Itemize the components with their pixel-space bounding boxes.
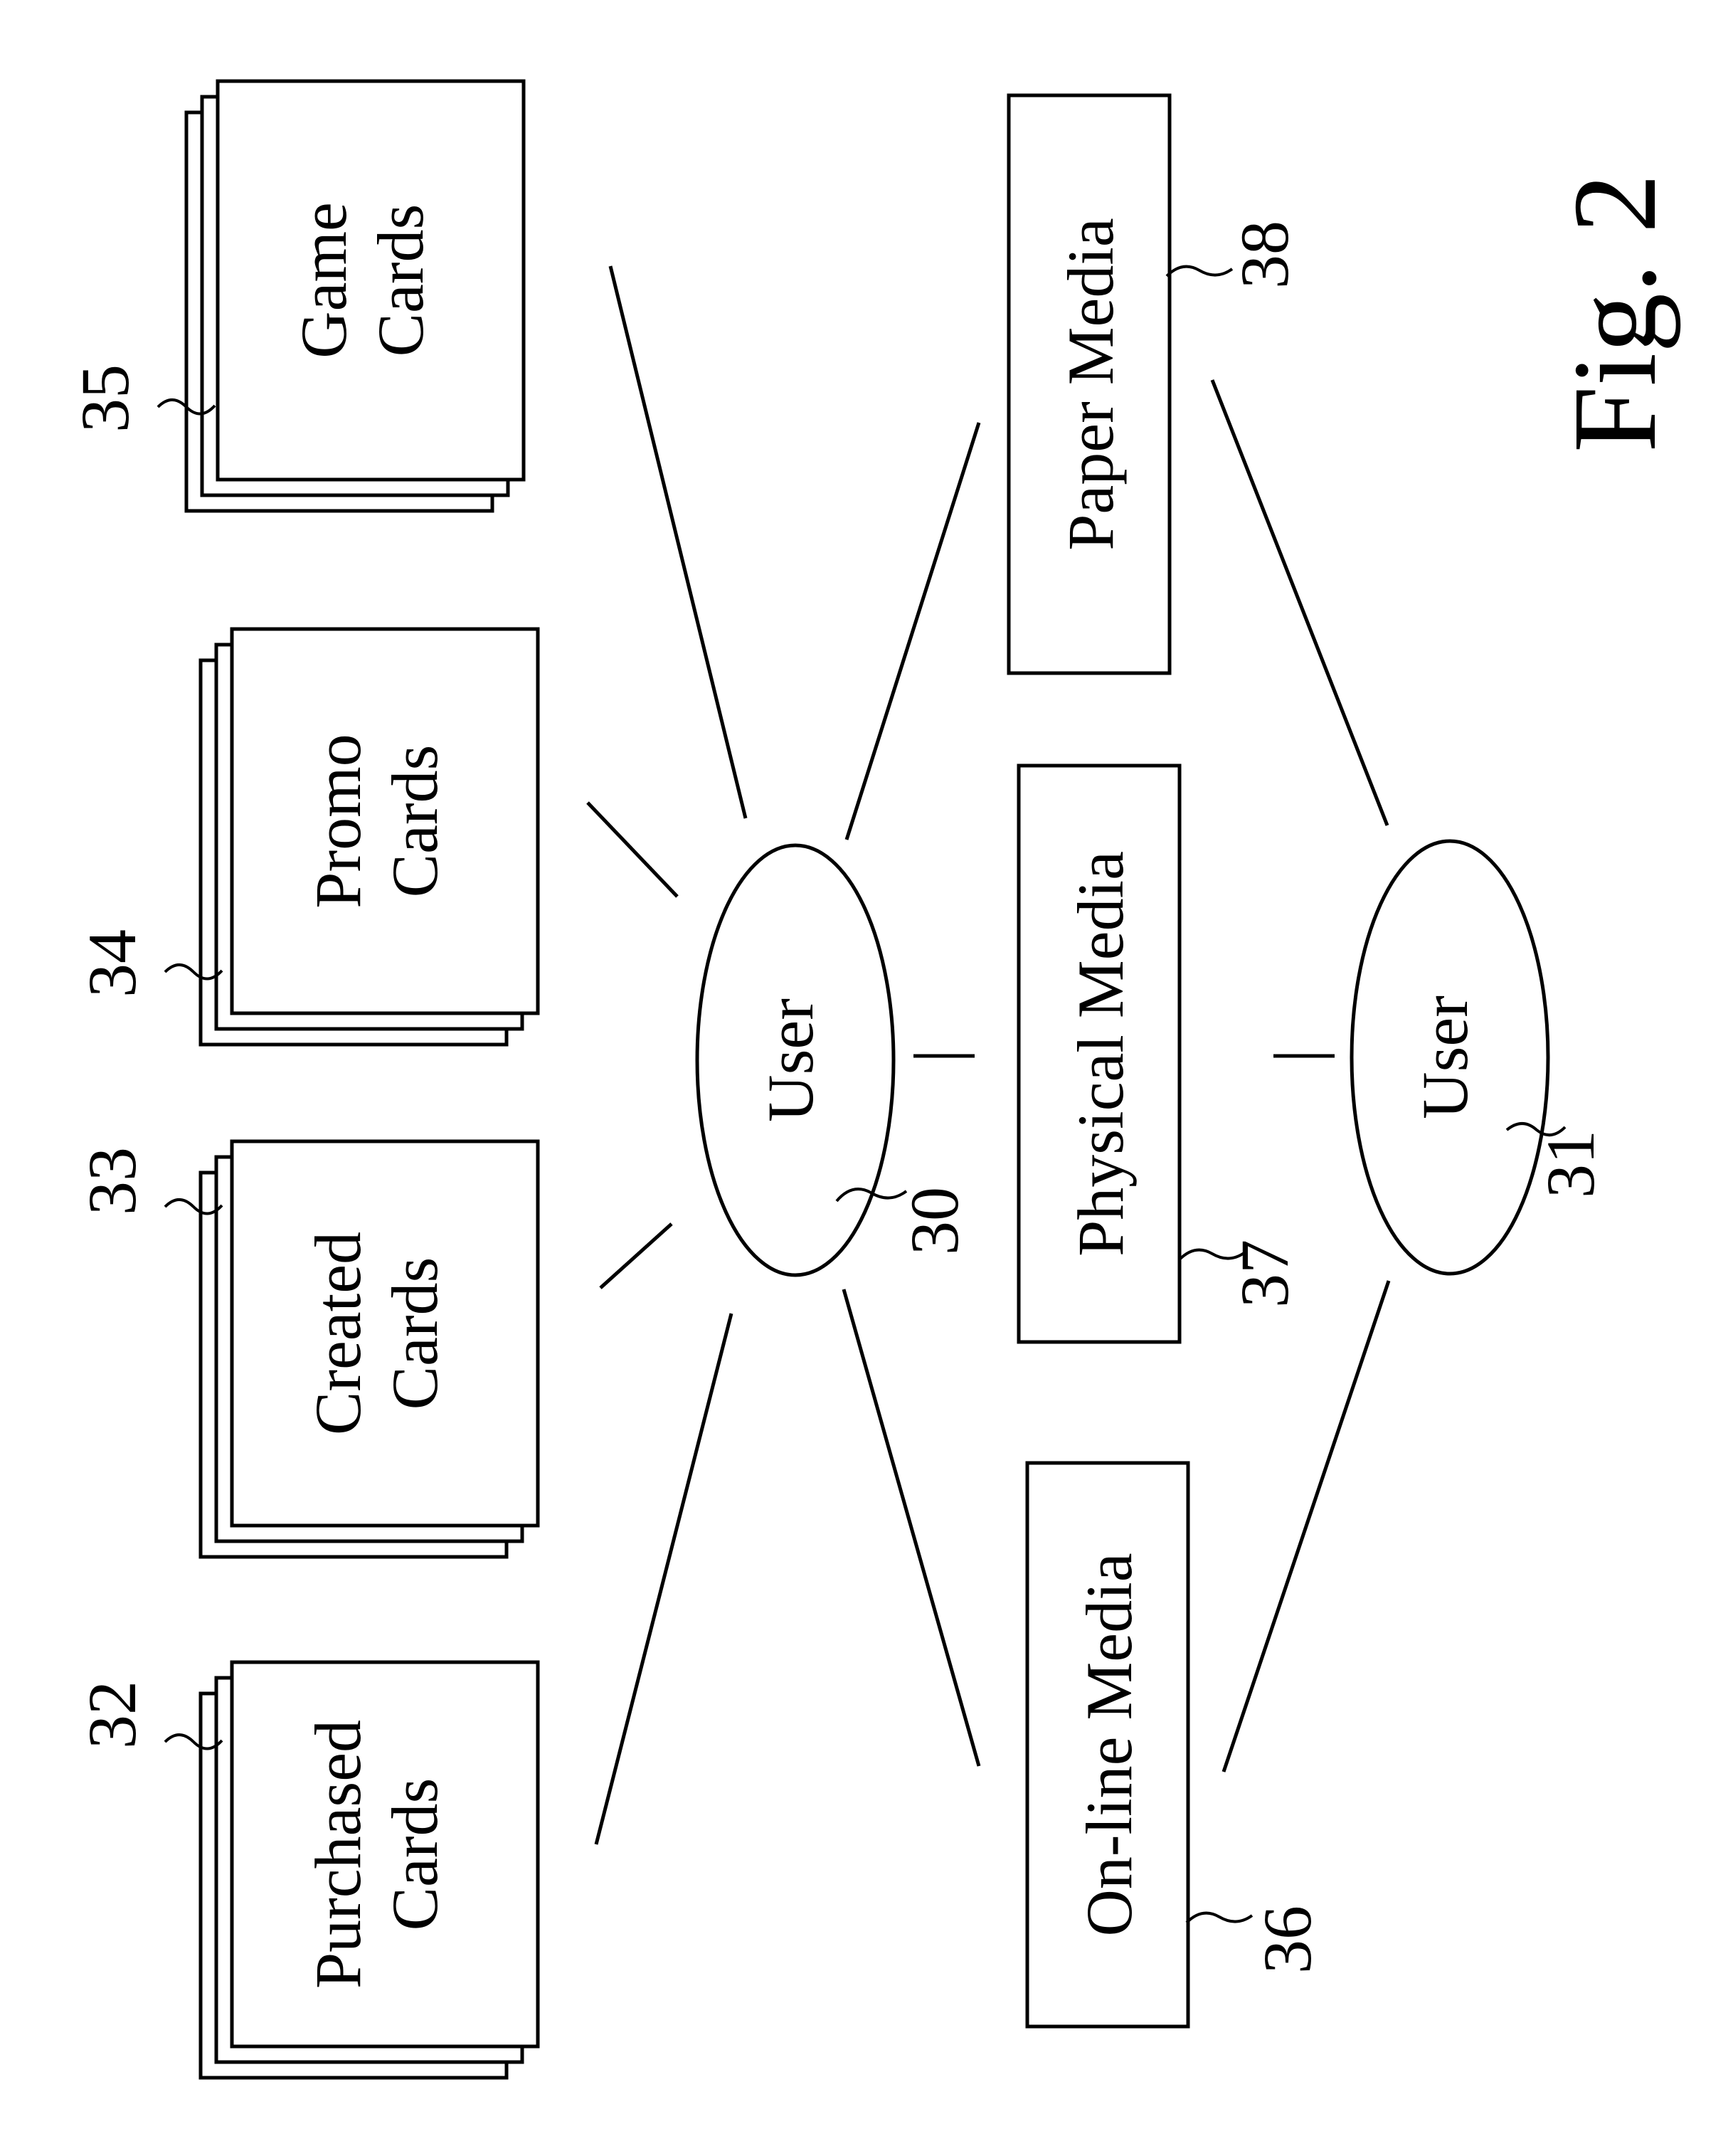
ref-number-30: 30	[896, 1187, 973, 1255]
connector-paper-to-user31	[1212, 380, 1387, 825]
ref-number-32: 32	[74, 1681, 150, 1749]
card-label-created-line2: Cards	[378, 1257, 451, 1410]
ref-leader-38	[1167, 267, 1232, 276]
media-box-physical: Physical Media	[1019, 766, 1180, 1342]
card-label-purchased-line1: Purchased	[302, 1720, 374, 1989]
card-stack-promo: Promo Cards	[201, 629, 538, 1045]
ref-leader-36	[1187, 1913, 1252, 1923]
media-label-paper: Paper Media	[1054, 218, 1127, 551]
connector-game-to-user30	[610, 266, 746, 818]
card-label-created-line1: Created	[302, 1232, 374, 1435]
user-label-30: User	[754, 998, 827, 1122]
connector-promo-to-user30	[588, 803, 677, 897]
user-node-31: User	[1352, 841, 1548, 1274]
media-box-paper: Paper Media	[1009, 95, 1170, 673]
ref-number-35: 35	[67, 364, 143, 433]
card-stack-purchased: Purchased Cards	[201, 1662, 538, 2078]
user-node-30: User	[697, 845, 894, 1275]
card-label-promo-line2: Cards	[378, 745, 451, 898]
card-label-game-line2: Cards	[364, 204, 437, 357]
user-label-31: User	[1409, 995, 1481, 1119]
connector-created-to-user30	[600, 1224, 672, 1288]
ref-number-36: 36	[1249, 1906, 1325, 1974]
card-label-purchased-line2: Cards	[378, 1778, 451, 1931]
media-box-online: On-line Media	[1027, 1463, 1188, 2026]
connector-purchased-to-user30	[596, 1314, 731, 1844]
media-label-online: On-line Media	[1073, 1553, 1145, 1936]
ref-number-31: 31	[1532, 1130, 1609, 1198]
card-stack-game: Game Cards	[186, 81, 524, 511]
card-stack-created: Created Cards	[201, 1141, 538, 1557]
ref-number-37: 37	[1226, 1240, 1303, 1308]
connector-user30-to-online	[844, 1289, 979, 1766]
connector-online-to-user31	[1224, 1281, 1389, 1772]
ref-number-38: 38	[1226, 221, 1303, 289]
card-label-promo-line1: Promo	[302, 734, 374, 908]
figure-caption: Fig. 2	[1549, 174, 1681, 453]
ref-number-33: 33	[74, 1147, 150, 1215]
media-label-physical: Physical Media	[1064, 851, 1137, 1257]
connector-user30-to-paper	[847, 423, 979, 840]
ref-number-34: 34	[74, 929, 150, 998]
card-label-game-line1: Game	[287, 202, 360, 359]
